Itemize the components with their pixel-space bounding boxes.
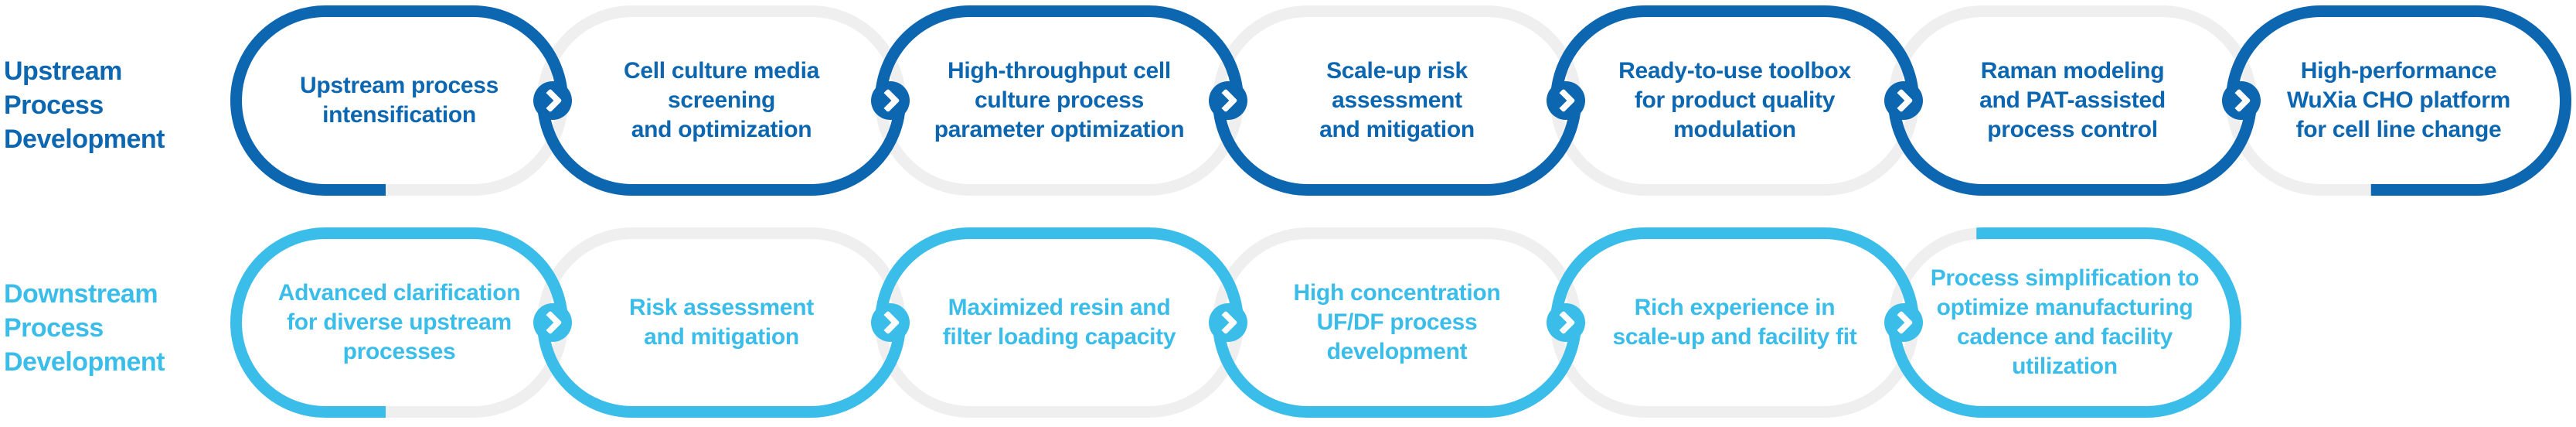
step-label: Upstream process intensification bbox=[300, 73, 499, 128]
next-step-arrow bbox=[1547, 81, 1585, 120]
downstream-step-3: Maximized resin and filter loading capac… bbox=[875, 227, 1244, 418]
step-label: Ready-to-use toolbox for product quality… bbox=[1618, 58, 1851, 142]
step-label: Process simplification to optimize manuf… bbox=[1930, 265, 2200, 379]
next-step-arrow bbox=[871, 303, 910, 342]
upstream-step-3: High-throughput cell culture process par… bbox=[875, 5, 1244, 196]
step-label: Scale-up risk assessment and mitigation bbox=[1319, 58, 1475, 142]
upstream-step-5: Ready-to-use toolbox for product quality… bbox=[1550, 5, 1919, 196]
step-label: Maximized resin and filter loading capac… bbox=[942, 295, 1176, 350]
upstream-step-6: Raman modeling and PAT-assisted process … bbox=[1888, 5, 2257, 196]
chevron-right-icon bbox=[537, 88, 563, 113]
chevron-right-icon bbox=[875, 88, 900, 113]
step-label: Cell culture media screening and optimiz… bbox=[623, 58, 819, 142]
next-step-arrow bbox=[533, 81, 572, 120]
next-step-arrow bbox=[871, 81, 910, 120]
upstream-row-title: Upstream Process Development bbox=[4, 56, 165, 154]
step-label: High-throughput cell culture process par… bbox=[934, 58, 1185, 142]
chevron-right-icon bbox=[1550, 310, 1576, 335]
step-label: High concentration UF/DF process develop… bbox=[1293, 280, 1501, 364]
next-step-arrow bbox=[1547, 303, 1585, 342]
chevron-right-icon bbox=[1213, 310, 1238, 335]
upstream-step-2: Cell culture media screening and optimiz… bbox=[537, 5, 906, 196]
downstream-step-4: High concentration UF/DF process develop… bbox=[1213, 227, 1581, 418]
step-label: High-performance WuXia CHO platform for … bbox=[2286, 58, 2511, 142]
chevron-right-icon bbox=[1213, 88, 1238, 113]
next-step-arrow bbox=[1884, 81, 1923, 120]
chevron-right-icon bbox=[875, 310, 900, 335]
chevron-right-icon bbox=[2226, 88, 2251, 113]
downstream-row-title: Downstream Process Development bbox=[4, 279, 165, 377]
step-label: Rich experience in scale-up and facility… bbox=[1612, 295, 1857, 350]
step-label: Advanced clarification for diverse upstr… bbox=[277, 280, 521, 364]
downstream-step-5: Rich experience in scale-up and facility… bbox=[1550, 227, 1919, 418]
chevron-right-icon bbox=[1888, 88, 1914, 113]
step-label: Risk assessment and mitigation bbox=[629, 295, 814, 350]
step-label: Raman modeling and PAT-assisted process … bbox=[1979, 58, 2166, 142]
upstream-step-1: Upstream process intensification bbox=[230, 5, 568, 196]
chevron-right-icon bbox=[1550, 88, 1576, 113]
next-step-arrow bbox=[1209, 81, 1247, 120]
upstream-step-4: Scale-up risk assessment and mitigation bbox=[1213, 5, 1581, 196]
next-step-arrow bbox=[1884, 303, 1923, 342]
next-step-arrow bbox=[2222, 81, 2261, 120]
next-step-arrow bbox=[533, 303, 572, 342]
downstream-step-6: Process simplification to optimize manuf… bbox=[1888, 227, 2241, 418]
next-step-arrow bbox=[1209, 303, 1247, 342]
downstream-step-2: Risk assessment and mitigation bbox=[537, 227, 906, 418]
chevron-right-icon bbox=[1888, 310, 1914, 335]
downstream-step-1: Advanced clarification for diverse upstr… bbox=[230, 227, 568, 418]
upstream-step-7: High-performance WuXia CHO platform for … bbox=[2226, 5, 2571, 196]
chevron-right-icon bbox=[537, 310, 563, 335]
